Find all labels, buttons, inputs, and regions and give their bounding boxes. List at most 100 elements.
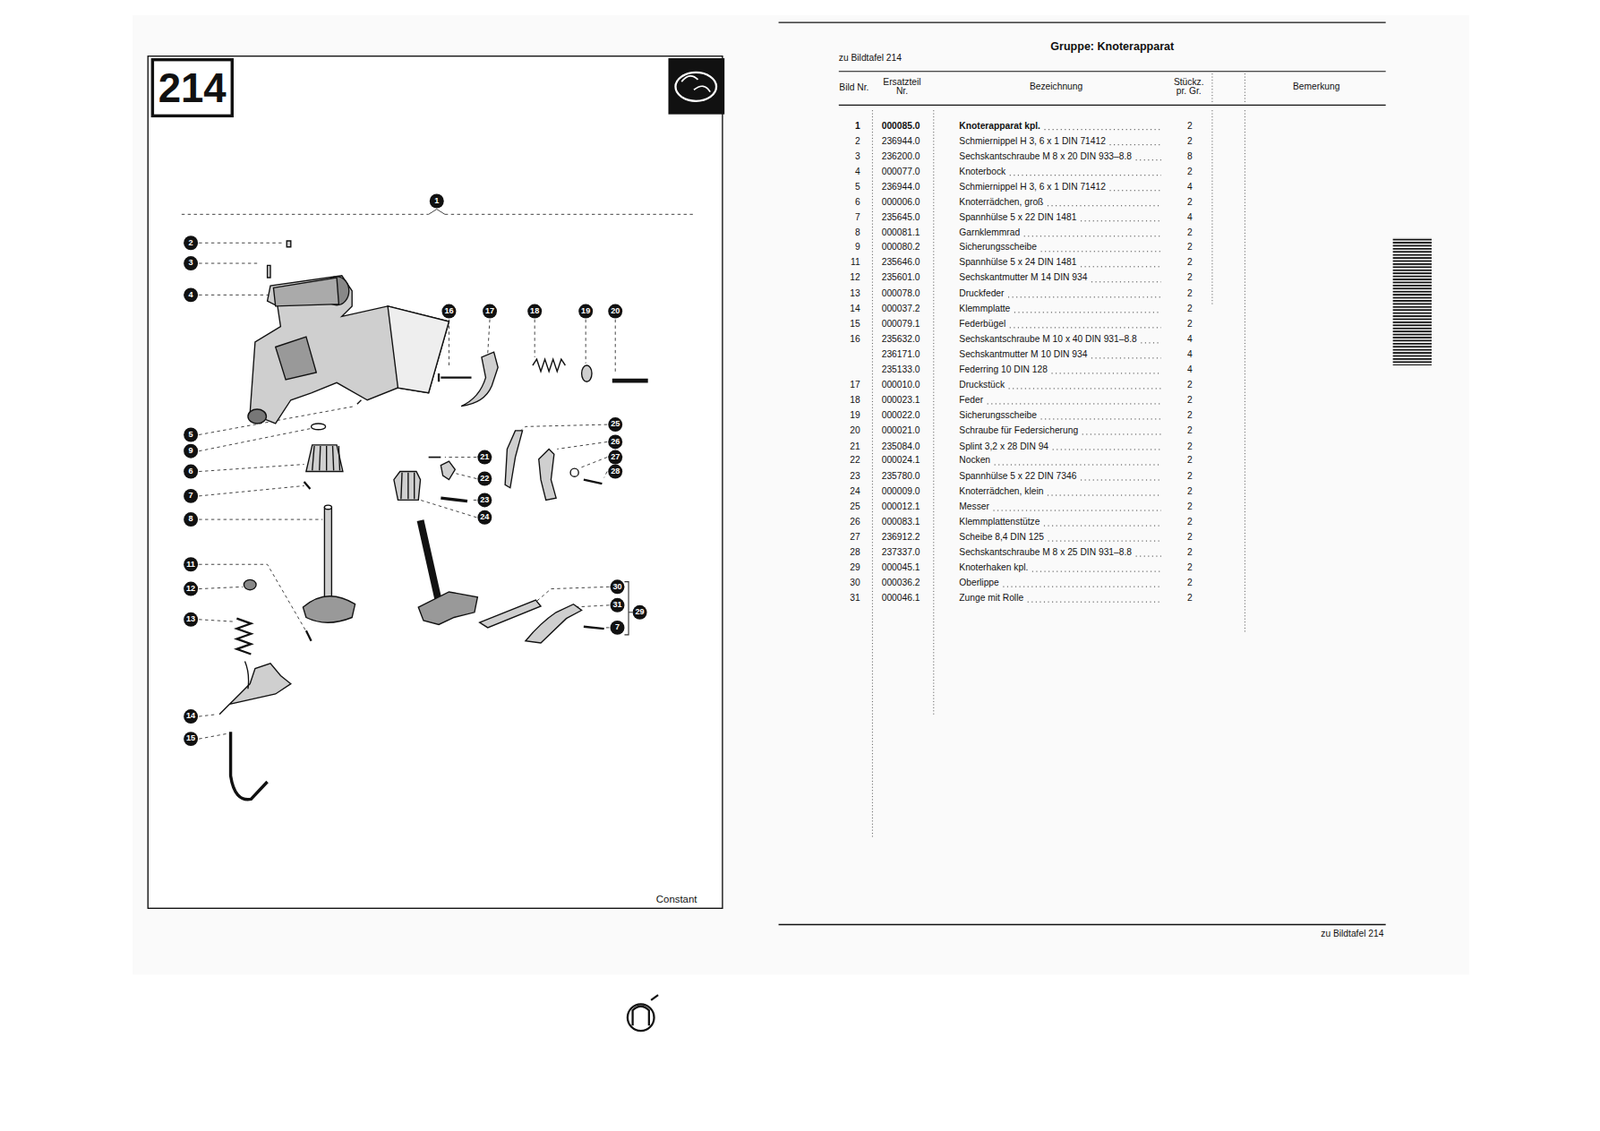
callout-number: 16: [441, 304, 456, 319]
quantity: 2: [1187, 487, 1193, 497]
dot-leader: [1041, 418, 1162, 420]
part-name: Druckfeder: [958, 289, 1004, 300]
footer-logo: [627, 994, 659, 1031]
dot-leader: [1047, 495, 1162, 497]
dot-leader: [1136, 159, 1162, 161]
dot-leader: [1080, 479, 1162, 481]
part-number: 000080.2: [881, 243, 921, 254]
part-number: 000021.0: [881, 426, 921, 437]
quantity: 4: [1187, 350, 1193, 360]
quantity: 2: [1187, 456, 1193, 467]
item-number: 5: [855, 182, 861, 193]
group-title: Gruppe: Knoterapparat: [1050, 39, 1174, 52]
callout-number: 13: [183, 612, 198, 627]
item-number: 23: [849, 471, 860, 482]
quantity: 2: [1187, 243, 1193, 254]
callout-number: 25: [607, 417, 623, 432]
part-name: Spannhülse 5 x 22 DIN 7346: [958, 471, 1077, 482]
column-header: Ersatzteil Nr.: [876, 77, 928, 98]
callout-number: 23: [477, 492, 492, 507]
quantity: 2: [1187, 136, 1193, 147]
item-number: 16: [849, 334, 860, 345]
callout-number: 4: [183, 287, 198, 302]
dot-leader: [1024, 235, 1162, 237]
plate-number: 214: [158, 67, 227, 109]
quantity: 2: [1187, 410, 1193, 421]
callout-number: 3: [183, 256, 198, 271]
column-lines: [872, 73, 1245, 837]
column-header: Stückz. pr. Gr.: [1170, 77, 1207, 98]
callout-number: 2: [183, 235, 198, 250]
item-number: 29: [849, 563, 860, 574]
callout-number: 26: [607, 434, 623, 449]
quantity: 2: [1187, 426, 1193, 437]
callout-number: 30: [610, 579, 625, 594]
part-number: 235646.0: [881, 258, 921, 269]
item-number: 22: [849, 456, 860, 467]
quantity: 2: [1187, 395, 1193, 406]
part-name: Splint 3,2 x 28 DIN 94: [958, 441, 1049, 452]
quantity: 2: [1187, 167, 1193, 178]
part-name: Schmiernippel H 3, 6 x 1 DIN 71412: [958, 182, 1106, 193]
part-name: Spannhülse 5 x 24 DIN 1481: [958, 258, 1077, 269]
part-name: Schmiernippel H 3, 6 x 1 DIN 71412: [958, 136, 1106, 147]
part-name: Nocken: [958, 456, 991, 467]
part-number: 236171.0: [881, 350, 921, 360]
callout-number: 20: [607, 304, 623, 319]
dot-leader: [994, 464, 1162, 466]
part-name: Sechskantschraube M 8 x 20 DIN 933–8.8: [958, 152, 1132, 163]
part-number: 236200.0: [881, 152, 921, 163]
item-number: 20: [849, 426, 860, 437]
quantity: 2: [1187, 289, 1193, 300]
part-number: 000022.0: [881, 410, 921, 421]
part-name: Knoterhaken kpl.: [958, 563, 1028, 574]
quantity: 4: [1187, 182, 1193, 193]
part-number: 000037.2: [881, 304, 921, 315]
callout-number: 11: [183, 556, 198, 572]
part-number: 000079.1: [881, 319, 921, 330]
item-number: 21: [849, 441, 860, 452]
item-number: 14: [849, 304, 860, 315]
part-number: 235780.0: [881, 471, 921, 482]
quantity: 2: [1187, 593, 1193, 604]
quantity: 2: [1187, 517, 1193, 528]
callout-number: 9: [183, 444, 198, 459]
quantity: 2: [1187, 304, 1193, 315]
callout-number: 29: [633, 605, 648, 620]
callout-number: 7: [183, 488, 198, 504]
dot-leader: [1008, 296, 1162, 298]
callout-number: 12: [183, 581, 198, 597]
plate-reference: zu Bildtafel 214: [838, 53, 902, 64]
part-number: 000024.1: [881, 456, 921, 467]
quantity: 4: [1187, 334, 1193, 345]
dot-leader: [1032, 571, 1162, 573]
part-name: Knoterrädchen, klein: [958, 487, 1044, 497]
dot-leader: [1043, 525, 1162, 527]
dot-leader: [987, 402, 1162, 404]
dot-leader: [1109, 189, 1161, 191]
part-number: 000085.0: [881, 121, 921, 132]
callout-number: 18: [527, 304, 542, 319]
dot-leader: [1091, 281, 1162, 283]
part-name: Feder: [958, 395, 984, 406]
item-number: 2: [855, 136, 861, 147]
callout-number: 7: [610, 620, 625, 635]
quantity: 2: [1187, 380, 1193, 391]
column-header: Bezeichnung: [1029, 82, 1083, 93]
callout-number: 1: [429, 194, 445, 209]
part-number: 235084.0: [881, 441, 921, 452]
quantity: 2: [1187, 121, 1193, 132]
item-number: 24: [849, 487, 860, 497]
logo: [681, 76, 711, 93]
part-name: Knoterapparat kpl.: [958, 121, 1041, 132]
quantity: 2: [1187, 197, 1193, 208]
item-number: 9: [855, 243, 861, 254]
dot-leader: [1080, 265, 1162, 267]
logo: [675, 72, 717, 102]
plate-number-box: 214: [151, 58, 234, 118]
dot-leader: [1043, 128, 1161, 130]
item-number: 3: [855, 152, 861, 163]
part-number: 000036.2: [881, 578, 921, 589]
part-number: 235645.0: [881, 213, 921, 223]
